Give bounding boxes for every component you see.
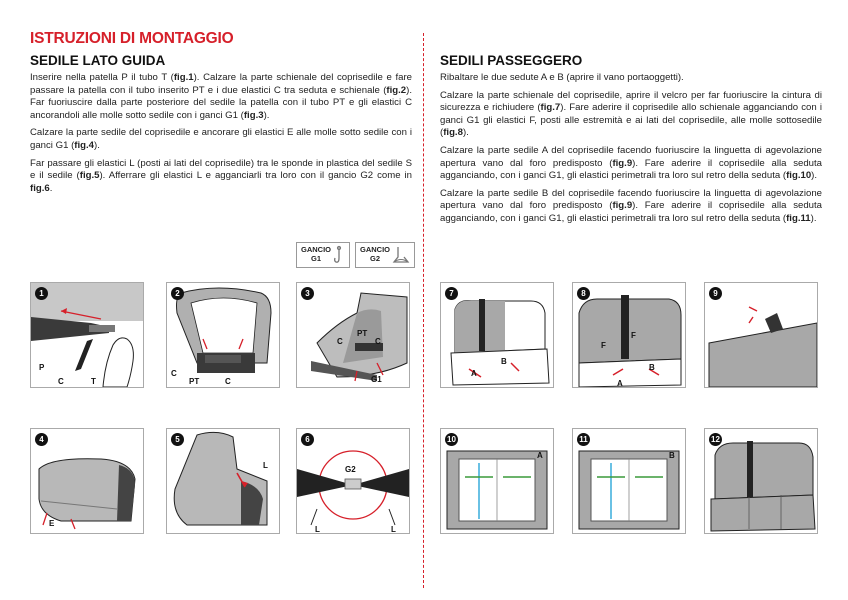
label-c: C [225,377,231,386]
figure-11-illustration [578,450,680,530]
figure-reference: fig.9 [612,157,633,169]
label-c: C [58,377,64,386]
figure-2: 2 C PT C [166,282,280,388]
label-t: T [91,377,96,386]
figure-12: 12 [704,428,818,534]
figure-9: 9 [704,282,818,388]
paragraph: Calzare la parte sedile B del coprisedil… [440,187,822,224]
figure-6: 6 G2 L L [296,428,410,534]
figure-10-illustration [446,450,548,530]
figure-5-illustration [173,431,268,526]
label-g1: G1 [371,375,382,384]
figure-8-illustration [578,295,682,387]
paragraph: Calzare la parte sedile A del coprisedil… [440,144,822,182]
paragraph: Calzare la parte sedile del coprisedile … [30,127,412,151]
figure-number: 2 [171,287,184,300]
paragraph: Calzare la parte schienale del coprisedi… [440,89,822,139]
label-l: L [391,525,396,534]
figure-number: 7 [445,287,458,300]
figure-7-illustration [450,299,550,386]
figure-number: 5 [171,433,184,446]
figure-number: 3 [301,287,314,300]
figure-11: 11 B [572,428,686,534]
figure-reference: fig.1 [173,72,194,83]
figure-number: 12 [709,433,722,446]
label-e: E [49,519,55,528]
figure-number: 6 [301,433,314,446]
figure-number: 9 [709,287,722,300]
label-f: F [601,341,606,350]
label-pt: PT [357,329,368,338]
figure-number: 1 [35,287,48,300]
driver-instructions: Inserire nella patella P il tubo T (fig.… [30,72,412,195]
figure-3: 3 C PT C G1 [296,282,410,388]
figure-reference: fig.9 [612,200,633,212]
figure-reference: fig.6 [30,182,50,194]
figure-reference: fig.11 [786,212,811,224]
figure-8: 8 F F A B [572,282,686,388]
page-title: ISTRUZIONI DI MONTAGGIO [30,30,234,47]
hook-g2-icon [392,247,410,263]
figure-9-illustration [708,306,817,387]
figure-6-illustration [297,450,409,526]
passenger-instructions: Ribaltare le due sedute A e B (aprire il… [440,72,822,226]
label-b: B [501,357,507,366]
label-c: C [337,337,343,346]
figure-reference: fig.8 [443,127,463,139]
label-b: B [669,451,675,460]
label-c: C [171,369,177,378]
figure-10: 10 A [440,428,554,534]
paragraph: Inserire nella patella P il tubo T (fig.… [30,72,412,121]
figure-reference: fig.10 [786,170,812,182]
figure-reference: fig.2 [386,84,407,96]
hook-g1-icon [334,245,342,263]
label-l: L [315,525,320,534]
figure-reference: fig.4 [74,139,94,151]
figure-number: 11 [577,433,590,446]
label-a: A [537,451,543,460]
label-p: P [39,363,45,372]
figure-7: 7 A B [440,282,554,388]
figure-1: 1 P C T [30,282,144,388]
paragraph: Ribaltare le due sedute A e B (aprire il… [440,72,684,83]
label-l: L [263,461,268,470]
label-b: B [649,363,655,372]
figure-number: 10 [445,433,458,446]
figure-5: 5 L S [166,428,280,534]
driver-seat-heading: SEDILE LATO GUIDA [30,53,166,68]
figure-4-illustration [38,458,136,530]
label-pt: PT [189,377,200,386]
figure-reference: fig.3 [243,109,264,121]
label-c: C [375,337,381,346]
column-divider [423,33,424,588]
label-a: A [617,379,623,388]
label-a: A [471,369,477,378]
label-f: F [631,331,636,340]
figure-12-illustration [710,441,816,532]
figure-reference: fig.7 [540,102,561,114]
figure-1-illustration [31,283,143,387]
paragraph: Far passare gli elastici L (posti ai lat… [30,157,412,194]
figure-number: 8 [577,287,590,300]
label-g2: G2 [345,465,356,474]
figure-reference: fig.5 [79,170,100,182]
figure-3-illustration [311,292,408,382]
figure-4: 4 E G1 G1 [30,428,144,534]
passenger-seats-heading: SEDILI PASSEGGERO [440,53,583,68]
figure-number: 4 [35,433,48,446]
figure-2-illustration [176,287,272,373]
